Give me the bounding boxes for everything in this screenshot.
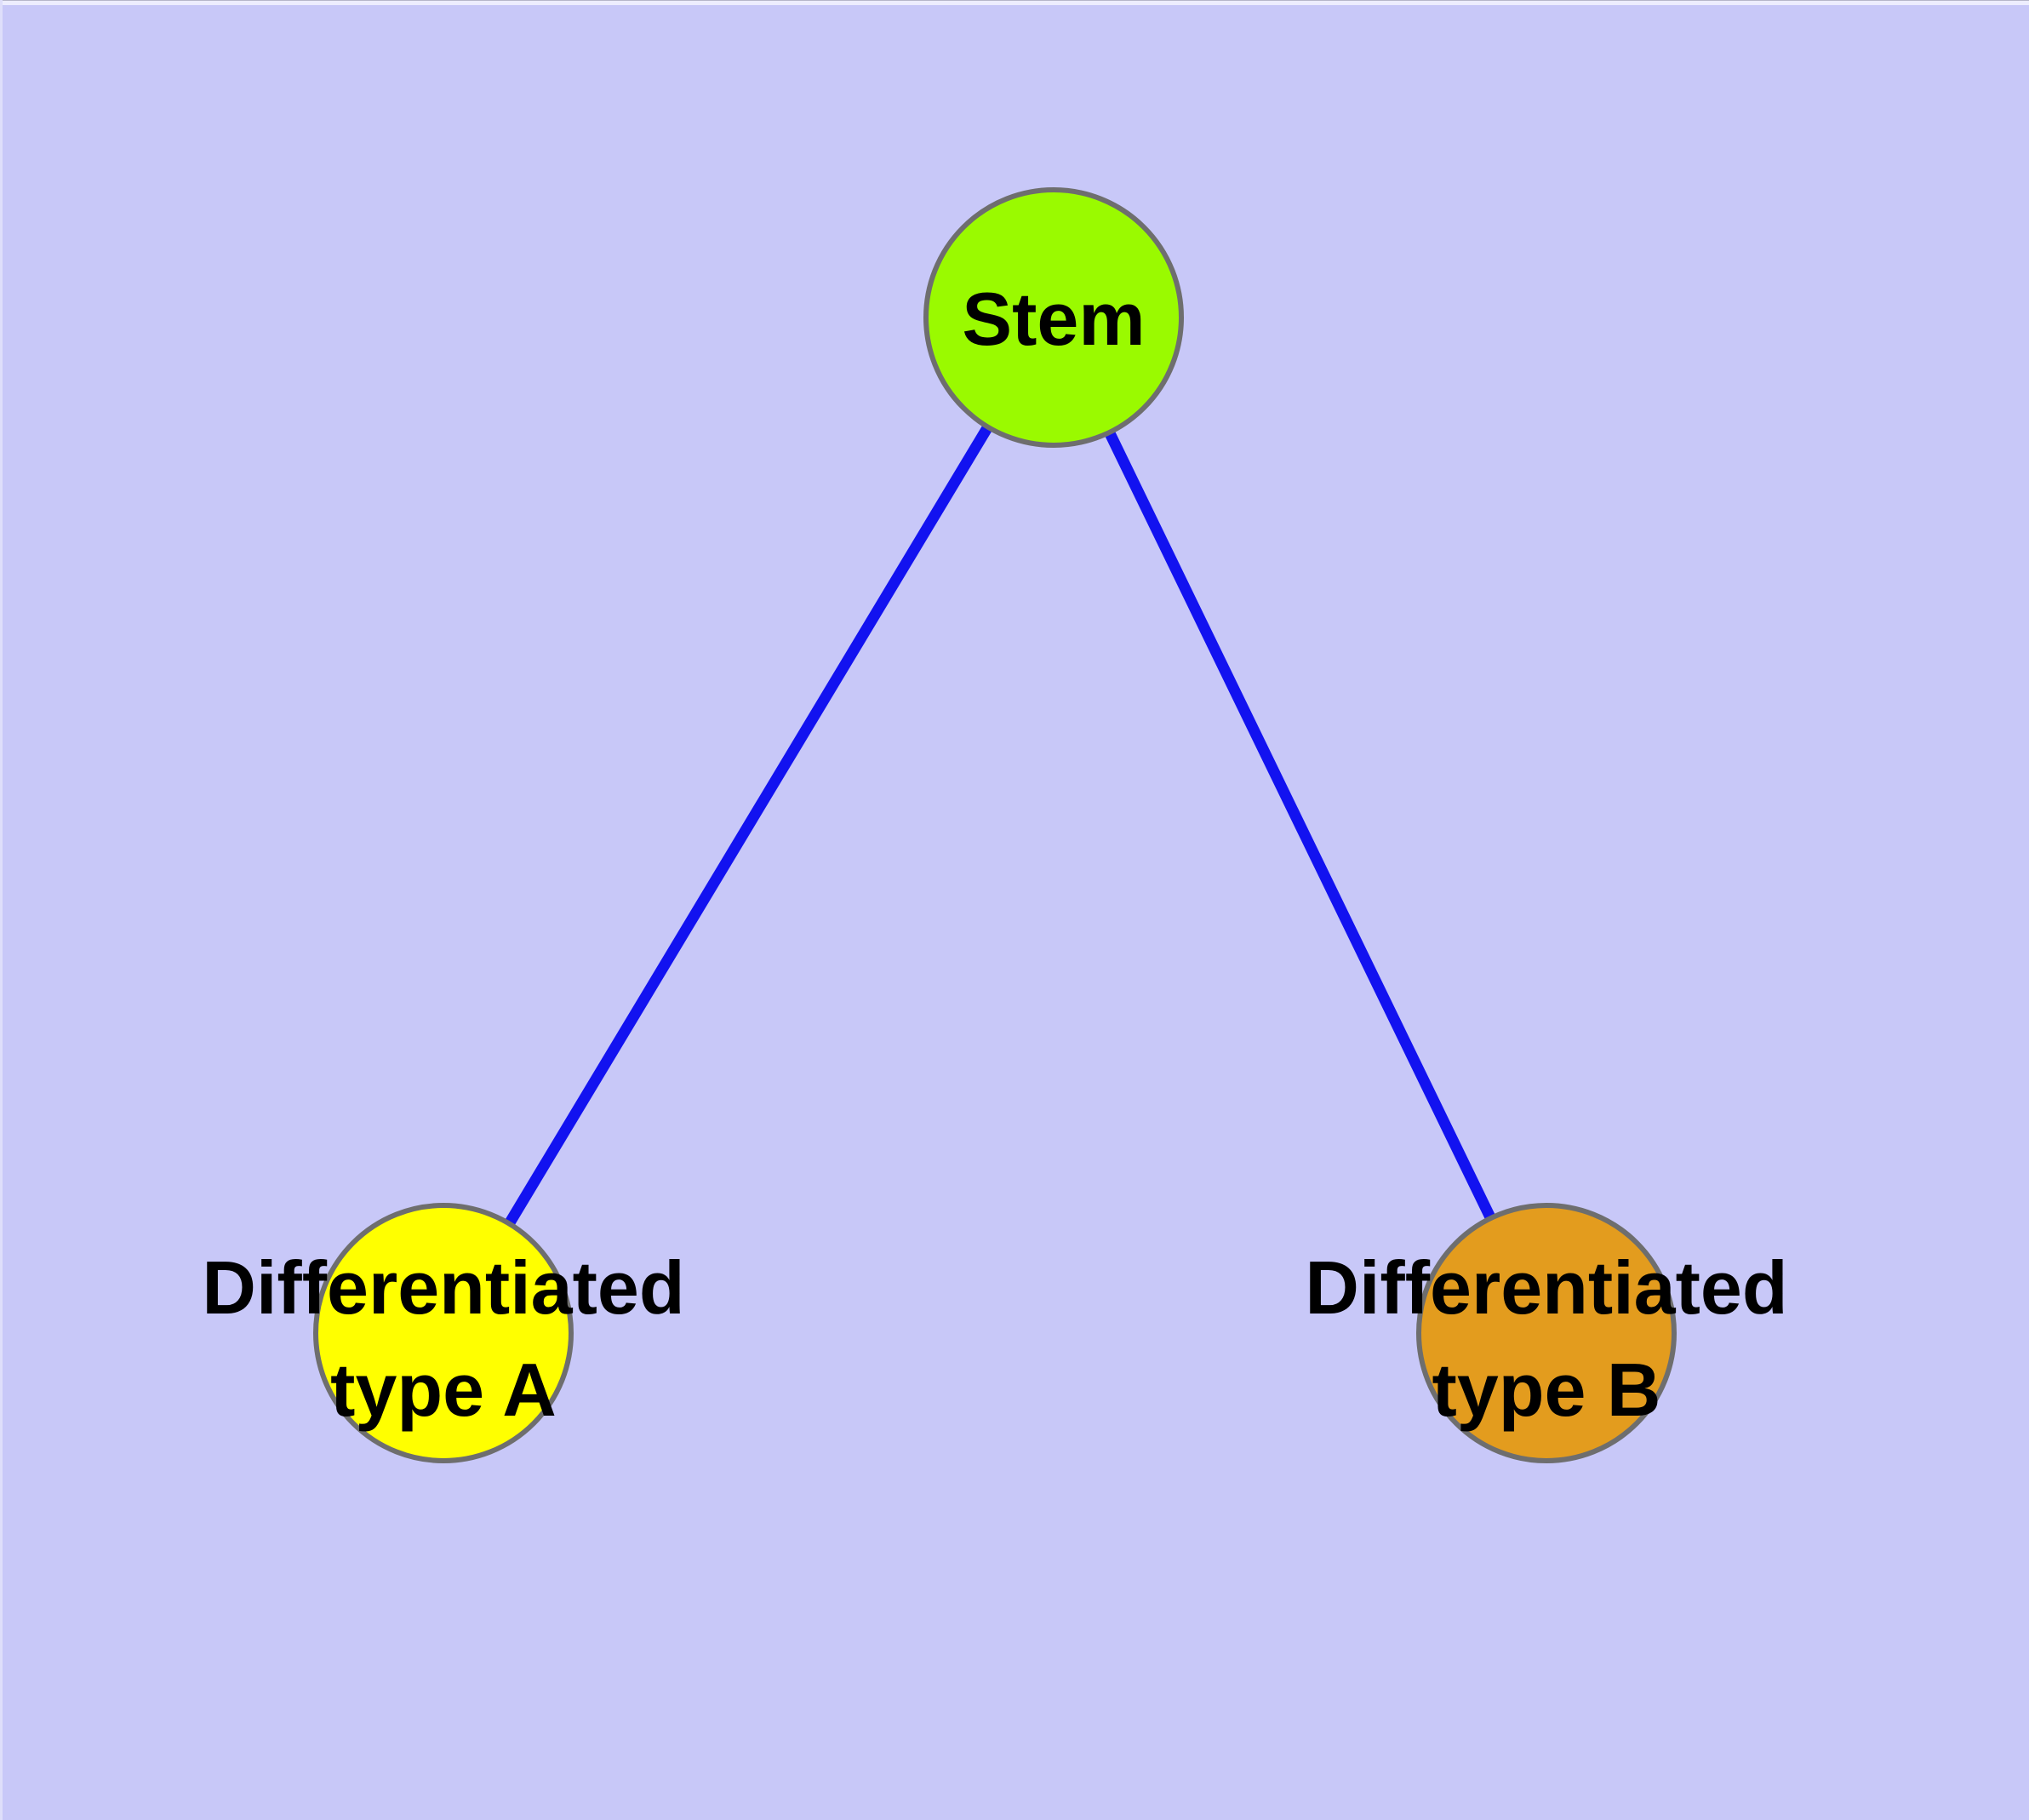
node-differentiated-type-a[interactable]	[313, 1203, 574, 1463]
node-type-b-label-line2: type B	[1432, 1348, 1661, 1432]
edge-stem-to-type-a	[438, 314, 1059, 1336]
canvas-left-edge	[0, 0, 3, 1820]
node-type-a-label-line1: Differentiated	[202, 1245, 684, 1330]
edge-stem-to-type-b	[1049, 315, 1552, 1336]
node-type-b-label-line1: Differentiated	[1305, 1245, 1787, 1330]
node-type-a-label-line2: type A	[330, 1348, 557, 1432]
node-differentiated-type-b[interactable]	[1416, 1203, 1677, 1463]
node-stem[interactable]	[923, 187, 1184, 448]
canvas-top-edge	[0, 0, 2029, 5]
node-stem-label: Stem	[962, 277, 1145, 361]
